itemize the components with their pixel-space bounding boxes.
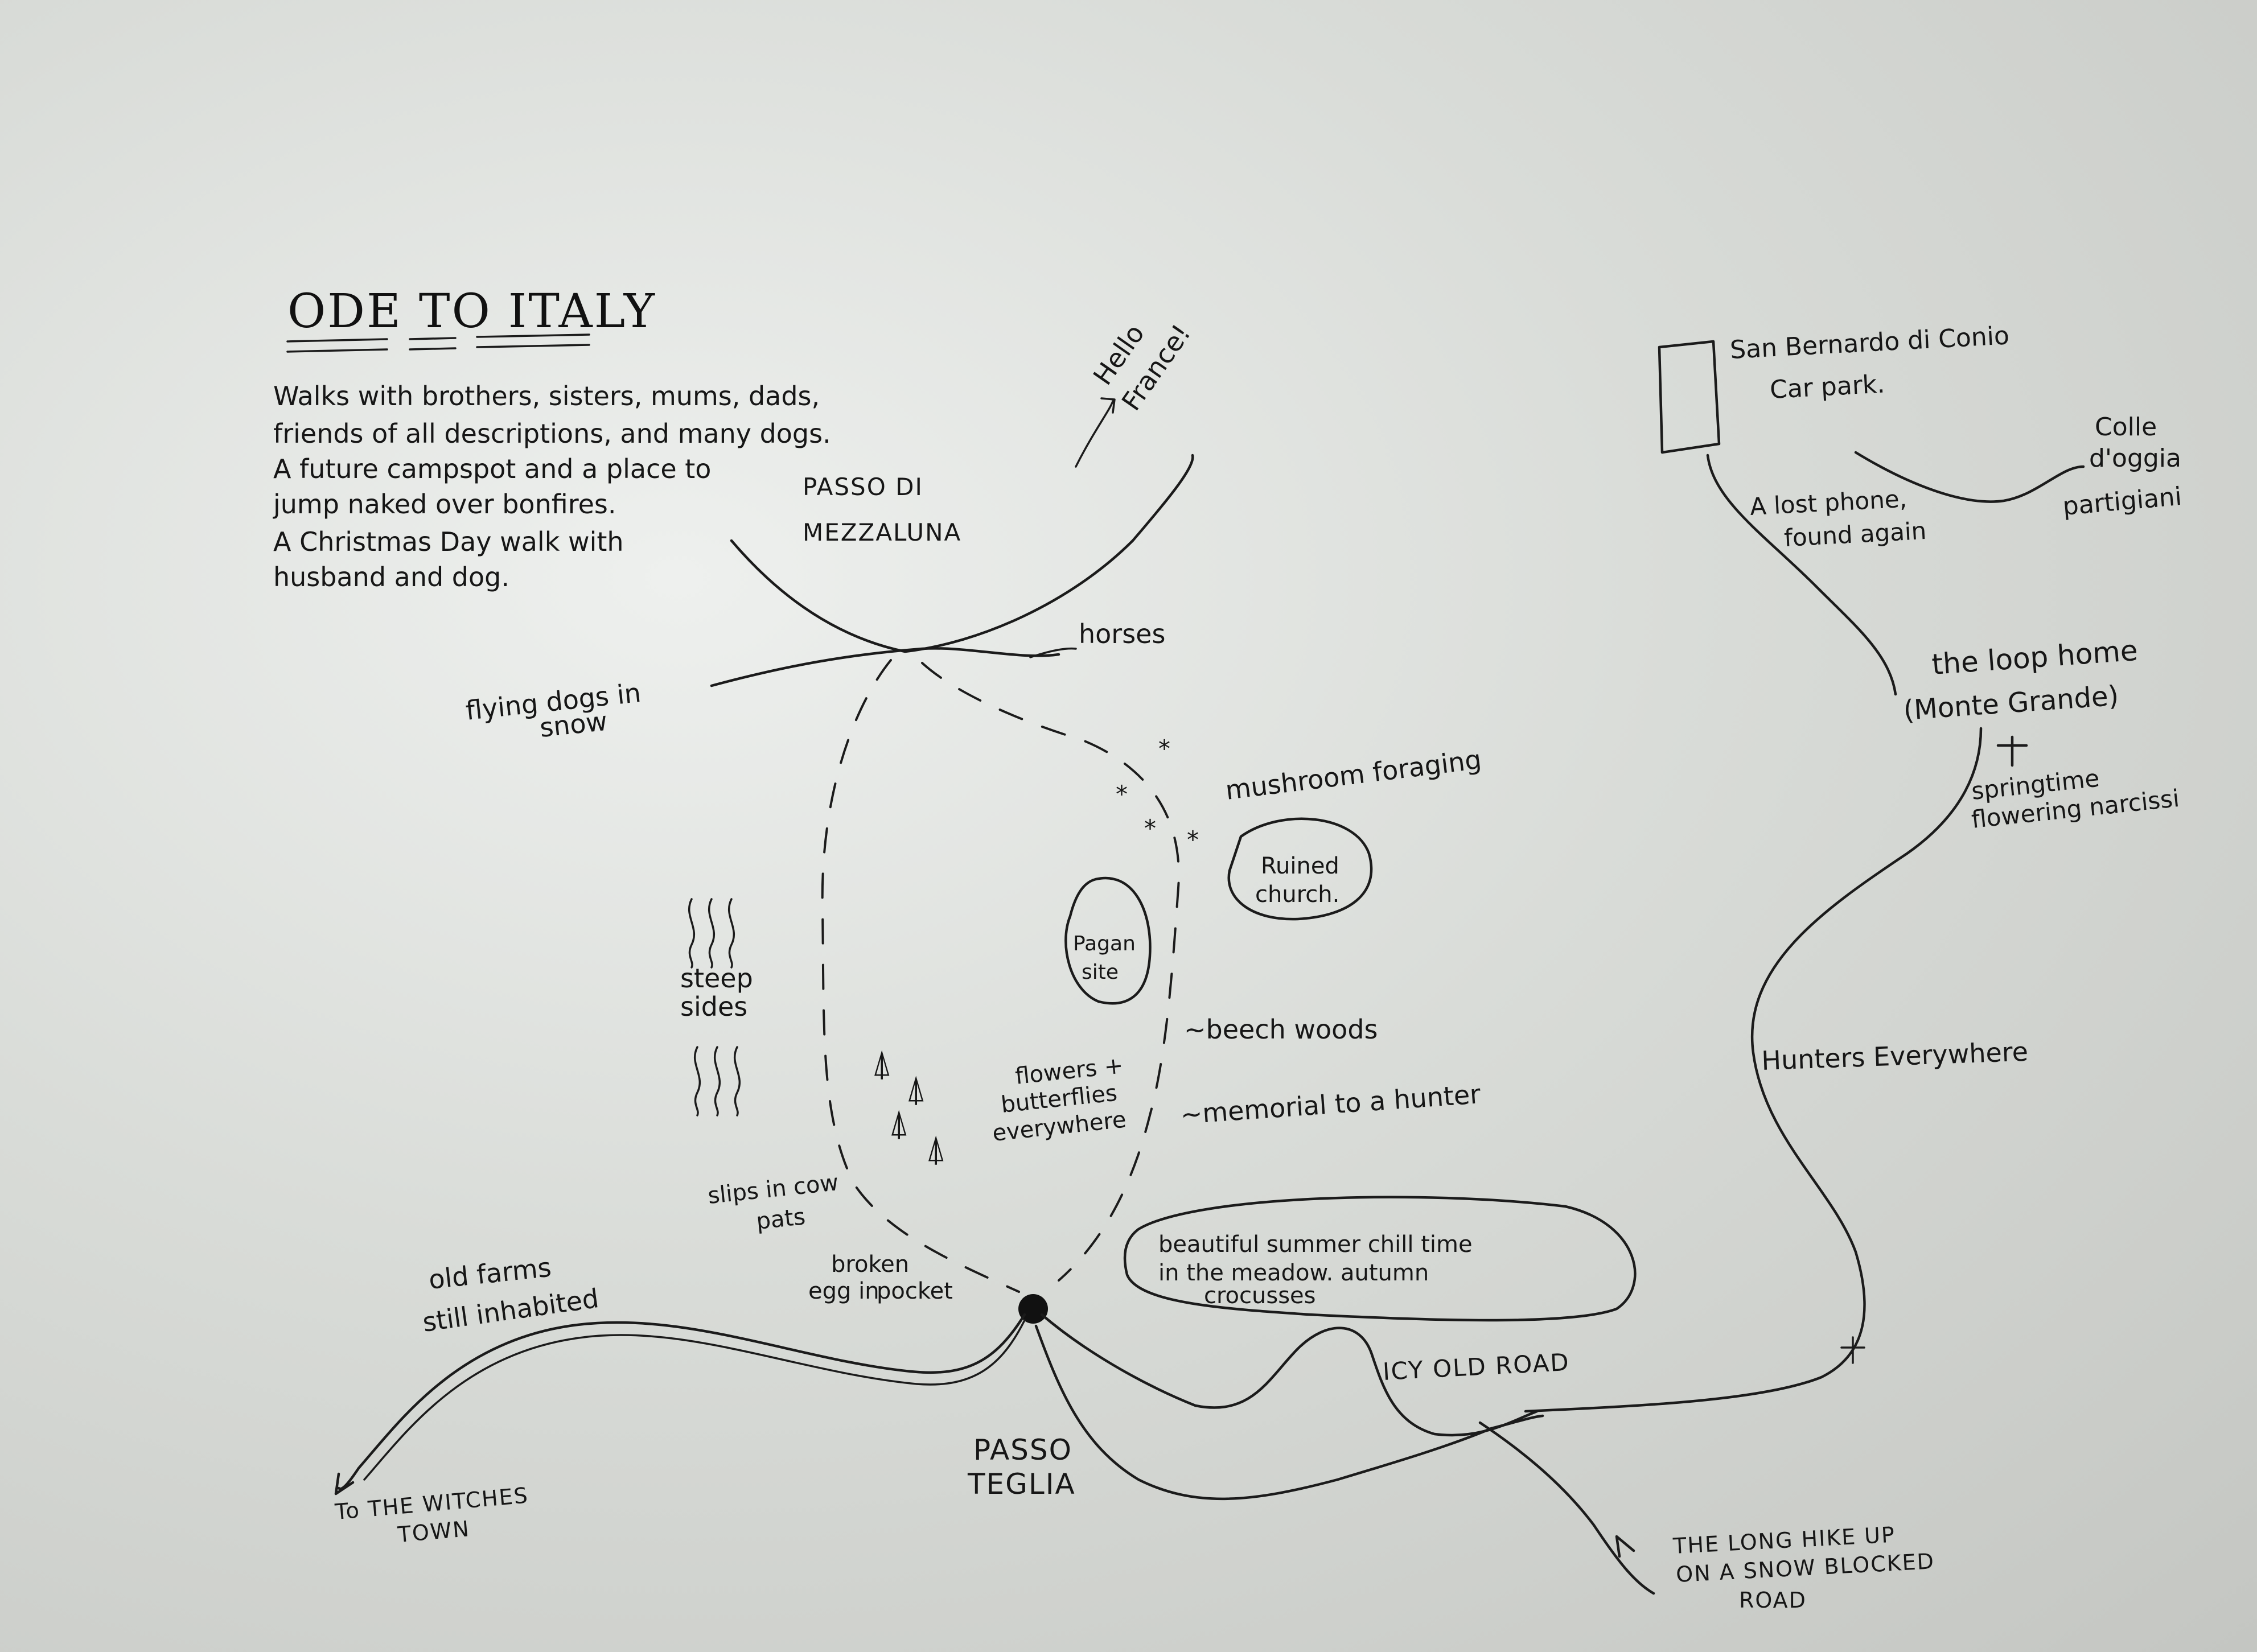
horses-pointer [1029,647,1077,658]
broken-egg-label: pocket [877,1278,953,1304]
lost-phone-label: found again [1783,517,1927,552]
mushroom-star: * [1158,735,1170,763]
memorial-label: ~memorial to a hunter [1179,1078,1482,1130]
mushroom-star: * [1116,780,1128,808]
icy-road-label: ICY OLD ROAD [1382,1348,1571,1386]
intro-paragraph: Walks with brothers, sisters, mums, dads… [273,381,831,592]
passo-mezzaluna-label: PASSO DI [803,473,923,501]
road-west-lower [363,1319,1026,1481]
lost-phone-label: A lost phone, [1749,485,1907,521]
colle-ridge [1854,451,2085,503]
old-farms-label: old farms [427,1252,553,1295]
map-title: ODE TO ITALY [287,285,656,339]
tree-icon: ⍋ [925,1128,947,1170]
tree-icon: ⍋ [871,1043,893,1085]
car-park-rectangle [1658,340,1721,454]
witches-town-label: To THE WITCHES [334,1482,530,1525]
long-hike-label: ROAD [1739,1588,1807,1613]
tree-icon: ⍋ [888,1102,910,1144]
trail-right-dashed [921,662,1180,1282]
passo-mezzaluna-label: MEZZALUNA [803,518,961,546]
steep-sides-marks [688,898,735,969]
broken-egg-label: egg in [808,1278,879,1304]
slips-label: slips in cow [706,1169,840,1209]
intro-line: husband and dog. [273,562,509,592]
pagan-site-label: Pagan [1073,932,1136,955]
path-east [1524,727,1983,1413]
broken-egg-label: broken [831,1251,909,1278]
cross-icon [1840,1336,1865,1364]
ruined-church-outline [1227,817,1373,921]
pagan-site-label: site [1082,961,1119,984]
intro-line: friends of all descriptions, and many do… [273,418,831,449]
long-hike-arrow [1615,1535,1635,1558]
witches-town-label: TOWN [396,1516,471,1547]
colle-label: Colle [2095,413,2157,442]
valley-ridge-curve [730,454,1194,653]
horses-label: horses [1079,619,1165,649]
san-bernardo-label: San Bernardo di Conio [1729,321,2010,365]
road-west-upper [337,1313,1026,1490]
snow-road [1478,1421,1655,1595]
intro-line: A Christmas Day walk with [273,526,624,557]
tree-icon: ⍋ [905,1068,927,1110]
steep-sides-label: steep [680,963,753,994]
passo-teglia-label: TEGLIA [967,1468,1076,1501]
steep-sides-label: sides [680,991,747,1022]
mushroom-star: * [1144,814,1156,842]
mushroom-star: * [1187,826,1199,854]
intro-line: Walks with brothers, sisters, mums, dads… [273,381,820,411]
path-to-car-park [1706,454,1897,696]
meadow-label: beautiful summer chill time [1158,1231,1473,1258]
ruined-church-label: church. [1255,881,1339,908]
meadow-label: in the meadow. autumn [1158,1260,1429,1286]
flying-dogs-label: snow [538,706,609,743]
witches-town-arrow [334,1472,355,1496]
mushroom-label: mushroom foraging [1224,744,1483,806]
loop-home-label: (Monte Grande) [1902,680,2120,727]
steep-sides-marks [693,1046,741,1117]
trail-left-dashed [821,659,1020,1293]
mountain-line [710,647,1060,687]
intro-line: jump naked over bonfires. [273,489,616,520]
loop-home-label: the loop home [1931,634,2139,681]
san-bernardo-label: Car park. [1769,369,1886,405]
ruined-church-label: Ruined [1261,853,1339,879]
icy-road-upper [1040,1313,1539,1437]
meadow-label: crocusses [1204,1283,1316,1309]
colle-label: d'oggia [2089,444,2181,473]
slips-label: pats [755,1204,807,1235]
pagan-site-outline [1064,876,1152,1005]
hello-france-arrow [1075,397,1116,468]
title-underline [286,333,590,353]
colle-label: partigiani [2062,482,2183,521]
icy-road-lower [1034,1324,1544,1501]
passo-teglia-dot [1018,1294,1048,1324]
intro-line: A future campspot and a place to [273,454,711,484]
meadow-outline [1123,1196,1637,1322]
beech-woods-label: ~beech woods [1184,1014,1378,1045]
hunters-label: Hunters Everywhere [1761,1036,2028,1076]
cross-icon [1996,735,2028,767]
passo-teglia-label: PASSO [973,1433,1072,1466]
